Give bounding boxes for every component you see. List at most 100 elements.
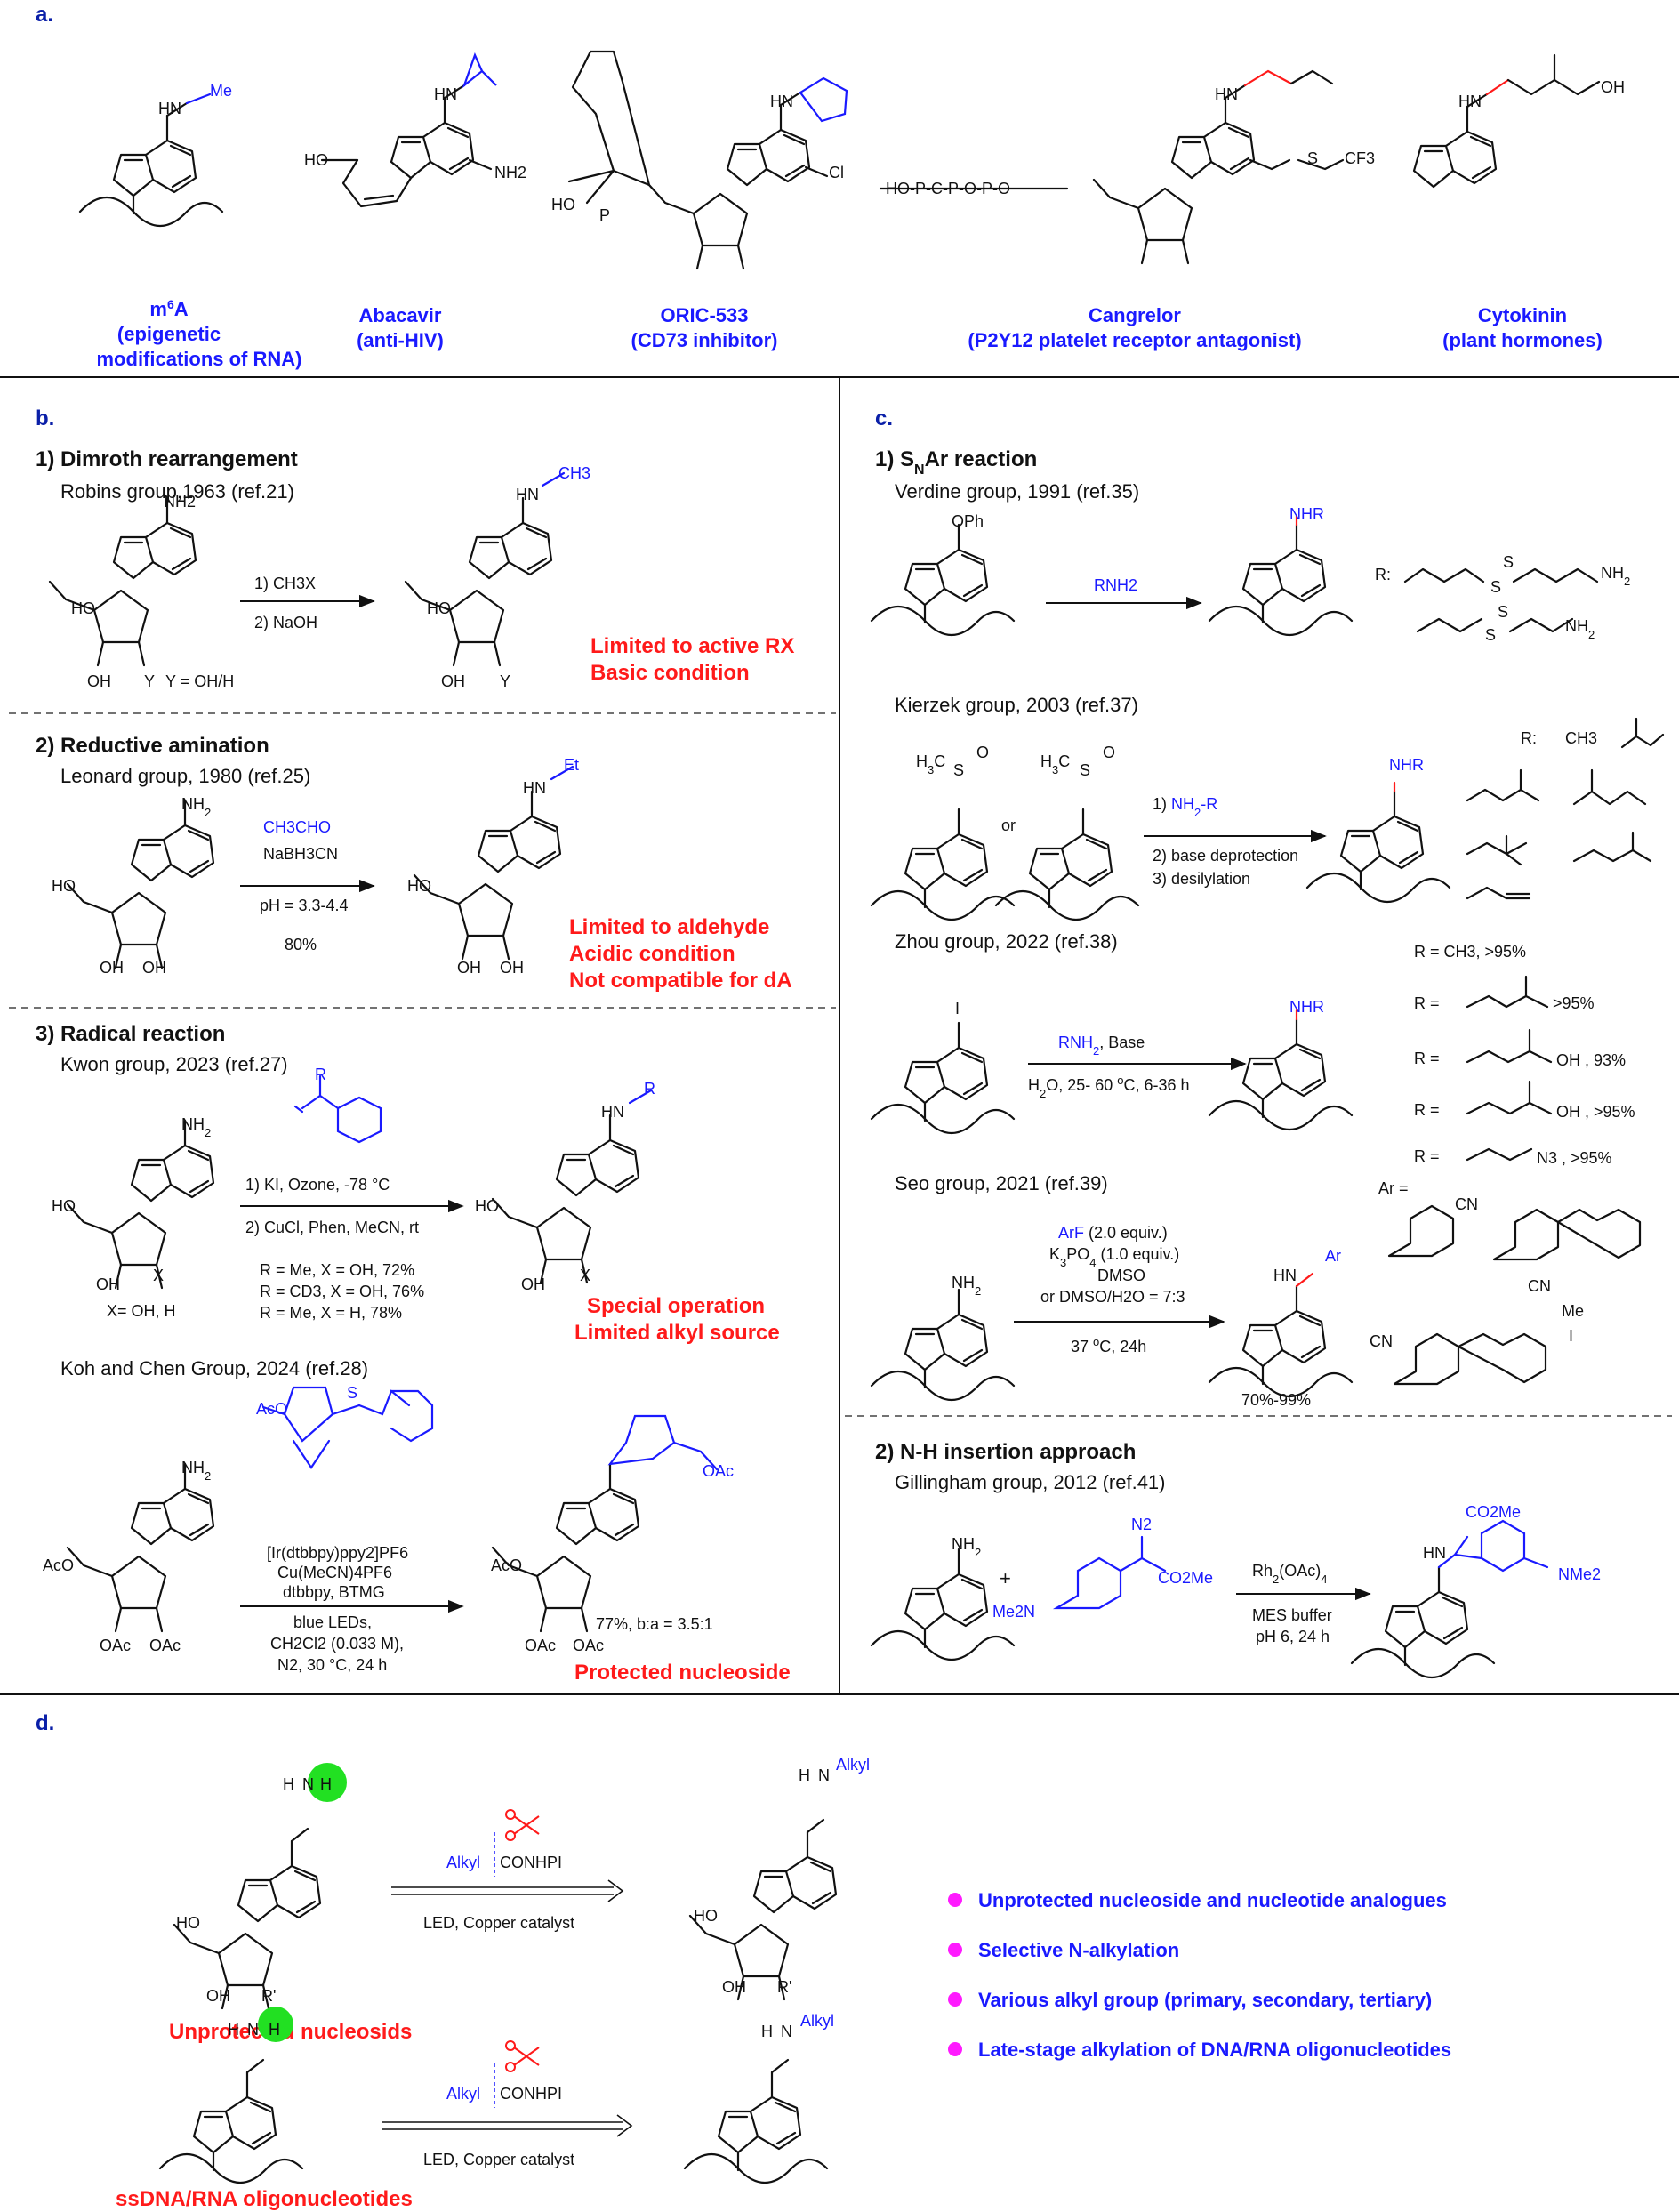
c4-ar-iodide: I xyxy=(1569,1327,1573,1345)
b4-sulfone-reagent xyxy=(261,1386,434,1469)
c3-r-1: R = CH3, >95% xyxy=(1414,943,1526,961)
c2-or: or xyxy=(1001,816,1016,834)
panel-c: 1) SNAr reaction Verdine group, 1991 (re… xyxy=(870,447,1665,1679)
b4-note: Protected nucleoside xyxy=(574,1661,791,1685)
c1-product-sub: NHR xyxy=(1289,505,1324,523)
structure-oric533 xyxy=(567,50,848,270)
b3-reagent-r: R xyxy=(315,1066,326,1083)
abacavir-name: Abacavir xyxy=(359,304,442,326)
structure-abacavir xyxy=(320,52,497,208)
b2-title: 2) Reductive amination xyxy=(36,734,269,758)
d2-prod-n: N xyxy=(781,2023,792,2040)
c4-ar-cn1: CN xyxy=(1455,1195,1478,1213)
d1-reagent-alkyl: Alkyl xyxy=(446,1854,480,1871)
b1-prod-ch3: CH3 xyxy=(558,464,590,482)
abacavir-nh2: NH2 xyxy=(494,164,526,181)
bullet-icon xyxy=(948,1943,962,1957)
c1-nh2-1: NH2 xyxy=(1601,564,1630,588)
c2-product xyxy=(1305,781,1451,904)
bullet-icon xyxy=(948,1893,962,1907)
c2-reagent-2: 2) base deprotection xyxy=(1153,847,1298,865)
b3-yield-1: R = Me, X = OH, 72% xyxy=(260,1261,414,1279)
c1-group: Verdine group, 1991 (ref.35) xyxy=(895,480,1139,503)
panel-d-label: d. xyxy=(36,1711,54,1735)
b1-group: Robins group,1963 (ref.21) xyxy=(60,480,294,503)
c5-plus: + xyxy=(1000,1567,1011,1589)
c5-prod-co2me: CO2Me xyxy=(1466,1503,1521,1521)
d1-prod-n: N xyxy=(818,1766,830,1784)
d1-condition: LED, Copper catalyst xyxy=(423,1914,574,1932)
c4-product-sub: Ar xyxy=(1325,1247,1341,1265)
d1-oh: OH xyxy=(206,1987,230,2005)
d2-reactant xyxy=(158,2058,304,2184)
c4-reagent-below: 37 oC, 24h xyxy=(1071,1335,1146,1356)
structure-cangrelor xyxy=(879,69,1345,265)
cangrelor-s: S xyxy=(1307,149,1318,167)
b4-yield: 77%, b:a = 3.5:1 xyxy=(596,1615,713,1633)
cytokinin-name: Cytokinin xyxy=(1478,304,1567,326)
b2-limit-2: Acidic condition xyxy=(569,942,735,966)
d1-reagent-conhpi: CONHPI xyxy=(500,1854,562,1871)
b4-reagent-1: [Ir(dtbbpy)ppy2]PF6 xyxy=(267,1544,408,1562)
d1-reactant xyxy=(173,1827,322,2010)
c3-product xyxy=(1208,1009,1354,1131)
b3-group: Kwon group, 2023 (ref.27) xyxy=(60,1053,288,1075)
d1-prod-alkyl: Alkyl xyxy=(836,1756,870,1774)
b1-reactant xyxy=(48,496,197,667)
b1-prod-oh: OH xyxy=(441,672,465,690)
b2-oh2: OH xyxy=(142,959,166,977)
b3-limit-1: Special operation xyxy=(587,1294,765,1318)
b3-prod-oh: OH xyxy=(521,1275,545,1293)
structure-cytokinin xyxy=(1412,53,1601,189)
b4-aco: AcO xyxy=(43,1556,74,1574)
b4-group: Koh and Chen Group, 2024 (ref.28) xyxy=(60,1357,368,1379)
oric-p: P xyxy=(599,206,610,224)
cangrelor-desc: (P2Y12 platelet receptor antagonist) xyxy=(968,329,1301,351)
d2-hn: H xyxy=(228,2021,239,2039)
abacavir-hn: HN xyxy=(434,85,457,103)
d1-h: H xyxy=(320,1775,332,1793)
b4-prod-oac1: OAc xyxy=(525,1637,556,1654)
b2-prod-oh2: OH xyxy=(500,959,524,977)
c4-prod-hn: HN xyxy=(1273,1267,1297,1284)
panel-c-label: c. xyxy=(875,406,893,430)
svg-text:HN: HN xyxy=(158,100,181,117)
b1-y-note: Y = OH/H xyxy=(165,672,234,690)
abacavir-desc: (anti-HIV) xyxy=(357,329,444,351)
b4-oac1: OAc xyxy=(100,1637,131,1654)
b2-group: Leonard group, 1980 (ref.25) xyxy=(60,765,310,787)
c4-ar-cn2: CN xyxy=(1528,1277,1551,1295)
b2-reagent-1: CH3CHO xyxy=(263,818,331,836)
b2-reagent-2: NaBH3CN xyxy=(263,845,338,863)
m6a-desc-2: modifications of RNA) xyxy=(97,348,302,370)
c5-group: Gillingham group, 2012 (ref.41) xyxy=(895,1471,1166,1493)
structure-m6a: HN xyxy=(78,93,224,228)
b1-prod-y: Y xyxy=(500,672,510,690)
c3-product-sub: NHR xyxy=(1289,998,1324,1016)
cangrelor-phosphates: HO-P-C-P-O-P-O xyxy=(886,180,1010,197)
c5-co2me: CO2Me xyxy=(1158,1569,1213,1587)
c2-h3c-1: H3C xyxy=(916,752,945,776)
m6a-name: m6A xyxy=(149,297,188,320)
c1-s2: S xyxy=(1503,553,1514,571)
bullet-4: Late-stage alkylation of DNA/RNA oligonu… xyxy=(978,2039,1451,2061)
b4-reagent-6: N2, 30 °C, 24 h xyxy=(277,1656,387,1674)
c4-reactant-nh2: NH2 xyxy=(952,1274,981,1298)
b3-reactant xyxy=(66,1119,215,1290)
b3-styrene xyxy=(293,1074,382,1144)
bullet-icon xyxy=(948,1992,962,2007)
d2-h: H xyxy=(269,2021,280,2039)
c3-r-5-tail: N3 , >95% xyxy=(1537,1149,1612,1167)
b1-reagent-2: 2) NaOH xyxy=(254,614,317,631)
c4-ar-cn3: CN xyxy=(1370,1332,1393,1350)
c5-prod-nme2: NMe2 xyxy=(1558,1565,1601,1583)
b3-x: X xyxy=(153,1267,164,1284)
b4-prod-aco: AcO xyxy=(491,1556,522,1574)
b2-prod-et: Et xyxy=(564,756,579,774)
oric-hn: HN xyxy=(770,93,793,110)
c2-product-sub: NHR xyxy=(1389,756,1424,774)
d2-prod-hn: H xyxy=(761,2023,773,2040)
cangrelor-cf3: CF3 xyxy=(1345,149,1375,167)
c2-s-1: S xyxy=(953,761,964,779)
d2-product xyxy=(683,2058,829,2184)
